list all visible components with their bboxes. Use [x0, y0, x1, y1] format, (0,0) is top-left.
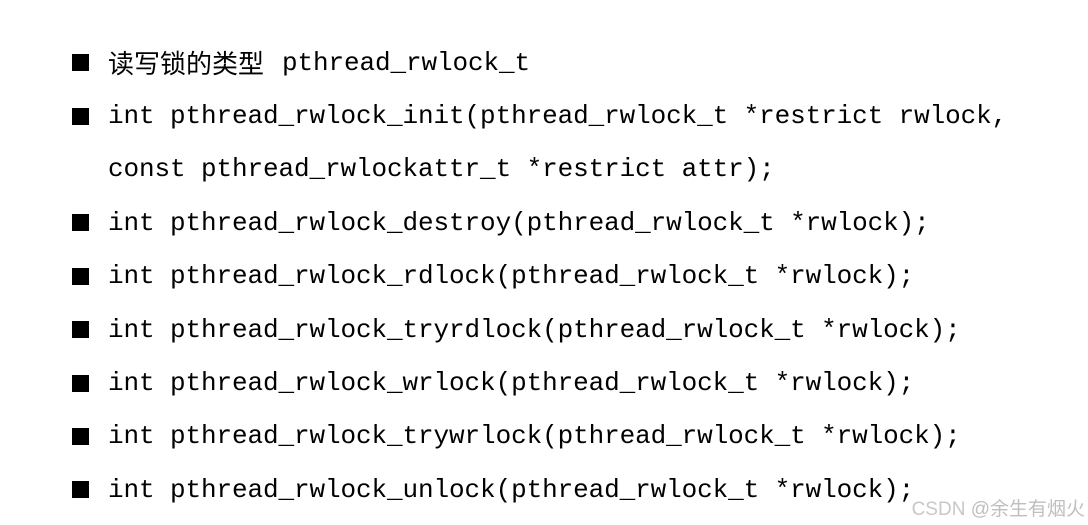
bullet-item: int pthread_rwlock_init(pthread_rwlock_t… [72, 89, 1088, 142]
code-text: int pthread_rwlock_rdlock(pthread_rwlock… [108, 261, 915, 292]
code-text: pthread_rwlock_t [282, 47, 531, 78]
code-text: int pthread_rwlock_unlock(pthread_rwlock… [108, 474, 915, 505]
bullet-item: int pthread_rwlock_destroy(pthread_rwloc… [72, 196, 1088, 249]
watermark: CSDN @余生有烟火 [912, 499, 1085, 521]
bullet-item: 读写锁的类型 pthread_rwlock_t [72, 36, 1088, 89]
bullet-item: int pthread_rwlock_trywrlock(pthread_rwl… [72, 410, 1088, 463]
bullet-item: int pthread_rwlock_unlock(pthread_rwlock… [72, 463, 1088, 516]
bullet-item: int pthread_rwlock_wrlock(pthread_rwlock… [72, 356, 1088, 409]
bullet-item: int pthread_rwlock_tryrdlock(pthread_rwl… [72, 303, 1088, 356]
code-text: int pthread_rwlock_trywrlock(pthread_rwl… [108, 421, 961, 452]
bullet-square-icon [72, 214, 89, 232]
bullet-square-icon [72, 54, 89, 72]
code-text: int pthread_rwlock_wrlock(pthread_rwlock… [108, 368, 915, 399]
rwlock-type-label: 读写锁的类型 [108, 50, 265, 81]
code-text: const pthread_rwlockattr_t *restrict att… [108, 154, 775, 185]
bullet-square-icon [72, 321, 89, 339]
code-text: int pthread_rwlock_tryrdlock(pthread_rwl… [108, 314, 961, 345]
bullet-square-icon [72, 267, 89, 285]
bullet-square-icon [72, 374, 89, 392]
bullet-item-continuation: const pthread_rwlockattr_t *restrict att… [72, 143, 1088, 196]
code-text: int pthread_rwlock_init(pthread_rwlock_t… [108, 101, 1008, 132]
code-text: int pthread_rwlock_destroy(pthread_rwloc… [108, 207, 930, 238]
bullet-square-icon [72, 481, 89, 499]
watermark-handle: @余生有烟火 [970, 499, 1085, 520]
bullet-square-icon [72, 427, 89, 445]
bullet-square-icon [72, 107, 89, 125]
bullet-item: int pthread_rwlock_rdlock(pthread_rwlock… [72, 250, 1088, 303]
watermark-brand: CSDN [911, 499, 966, 520]
